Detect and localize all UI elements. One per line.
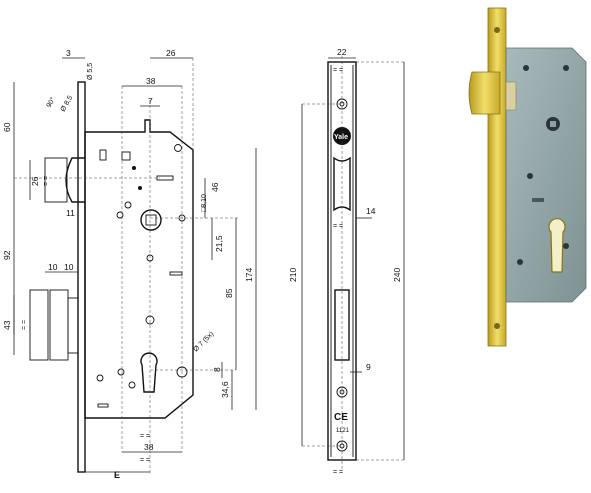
cert-number: 1121 [336, 428, 350, 434]
label-eq-3: = = [140, 433, 150, 440]
label-38-bot: 38 [144, 442, 154, 452]
deadbolt-throw [67, 297, 79, 354]
front-faceplate [77, 81, 86, 473]
label-92: 92 [2, 250, 12, 260]
screw-hole [117, 368, 125, 376]
internal-slot [97, 403, 109, 408]
follower-square [145, 214, 157, 226]
label-dia-55: Ø 5,5 [87, 63, 94, 80]
ce-mark: CE [334, 412, 348, 423]
label-7: 7 [148, 96, 153, 106]
deadbolt-right [49, 289, 69, 361]
render-screw [517, 259, 523, 265]
label-215: 21,5 [214, 235, 224, 252]
render-screw [527, 173, 533, 179]
product-render [468, 7, 587, 347]
label-9: 9 [366, 362, 371, 372]
label-14: 14 [366, 206, 376, 216]
latch-bolt [65, 157, 85, 203]
label-240: 240 [392, 268, 402, 282]
deadbolt-left [29, 289, 49, 361]
render-screw [523, 65, 529, 71]
label-11: 11 [66, 208, 75, 218]
latch-bolt-outline [44, 157, 68, 203]
brand-text: Yale [334, 134, 348, 141]
label-eq-4: = = [140, 457, 150, 464]
render-cylinder [548, 218, 566, 273]
label-10a: 10 [48, 262, 58, 272]
render-slot [532, 198, 544, 202]
rivet [138, 186, 142, 190]
label-eq-1: = = [43, 176, 50, 186]
render-screw [563, 243, 569, 249]
label-8: 8 [212, 367, 222, 372]
label-346: 34,6 [220, 381, 230, 398]
label-E: E [114, 470, 120, 480]
label-38-top: 38 [146, 76, 156, 86]
label-22: 22 [337, 47, 347, 57]
label-26: 26 [166, 48, 176, 58]
label-43: 43 [2, 320, 12, 330]
screw-hole [124, 201, 132, 209]
label-85: 85 [224, 288, 234, 298]
render-deadbolt [505, 81, 517, 111]
faceplate-latch [333, 156, 351, 212]
screw-hole [174, 144, 182, 152]
label-eq-2: = = [21, 320, 28, 330]
label-dia-85: Ø 8,5 [60, 95, 75, 113]
render-screw [563, 65, 569, 71]
render-faceplate-screw [494, 323, 500, 329]
front-view: 3 26 Ø 5,5 38 7 90° Ø 8,5 60 26 = = 46 □… [2, 48, 257, 480]
label-26-side: 26 [30, 176, 40, 186]
follower-hub [140, 209, 162, 231]
label-46: 46 [210, 182, 220, 192]
label-10b: 10 [64, 262, 74, 272]
render-case [505, 47, 587, 303]
faceplate-deadbolt [334, 289, 350, 361]
internal-part [99, 149, 107, 161]
label-174: 174 [244, 268, 254, 282]
label-210: 210 [288, 268, 298, 282]
front-lock-case [84, 119, 194, 419]
label-90deg: 90° [45, 96, 57, 109]
faceplate-view: Yale CE 1121 22 = = 14 210 240 = = 9 = = [288, 47, 405, 476]
internal-slot [169, 271, 183, 276]
render-faceplate-screw [494, 27, 500, 33]
screw-hole [128, 381, 136, 389]
internal-part [121, 151, 131, 161]
render-faceplate [487, 7, 507, 347]
label-60: 60 [2, 122, 12, 132]
label-eq-mid: = = [333, 223, 343, 230]
screw-hole [96, 374, 104, 382]
render-follower-square [550, 121, 556, 127]
label-sq-810: □8,10 [201, 194, 208, 212]
label-eq-top: = = [333, 67, 343, 74]
cylinder-profile [140, 352, 158, 393]
label-eq-bot: = = [333, 469, 343, 476]
render-latch [468, 71, 501, 115]
label-3: 3 [66, 48, 71, 58]
screw-hole [116, 211, 124, 219]
label-dia-7-5x: Ø 7 (5x) [192, 331, 215, 354]
rivet [132, 166, 136, 170]
